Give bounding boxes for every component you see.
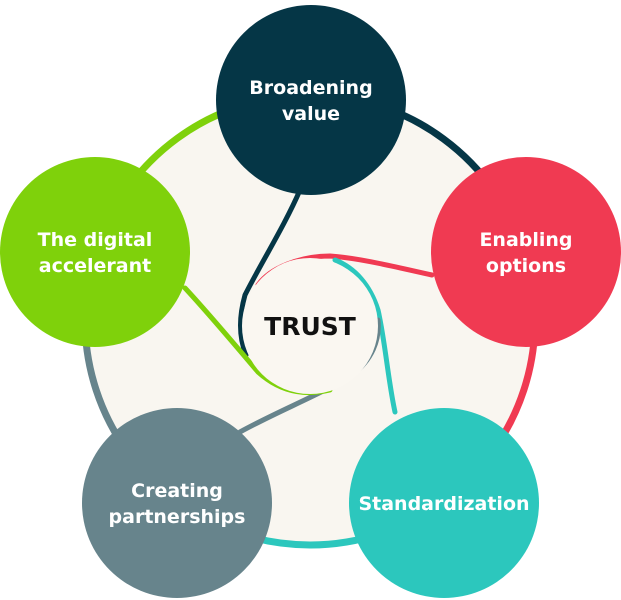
node-label-enabling-options: options — [486, 255, 566, 277]
node-label-standardization: Standardization — [358, 493, 529, 515]
node-circle-broadening-value — [216, 5, 406, 195]
node-label-creating-partnerships: Creating — [131, 480, 223, 502]
node-circle-digital-accelerant — [0, 157, 190, 347]
center-circle — [242, 258, 378, 394]
node-label-creating-partnerships: partnerships — [109, 506, 246, 528]
node-circle-creating-partnerships — [82, 408, 272, 598]
node-broadening-value: Broadening value — [216, 5, 406, 195]
node-label-digital-accelerant: The digital — [38, 229, 153, 251]
center-label: TRUST — [264, 312, 356, 341]
node-label-broadening-value: value — [282, 103, 340, 125]
node-label-enabling-options: Enabling — [479, 229, 572, 251]
node-label-digital-accelerant: accelerant — [39, 255, 151, 277]
node-label-broadening-value: Broadening — [249, 77, 372, 99]
node-standardization: Standardization — [349, 408, 539, 598]
node-digital-accelerant: The digital accelerant — [0, 157, 190, 347]
connector-broadening-value — [238, 187, 303, 358]
node-circle-standardization — [349, 408, 539, 598]
node-enabling-options: Enabling options — [431, 157, 621, 347]
node-creating-partnerships: Creating partnerships — [82, 408, 272, 598]
node-circle-enabling-options — [431, 157, 621, 347]
connector-standardization — [332, 257, 398, 415]
